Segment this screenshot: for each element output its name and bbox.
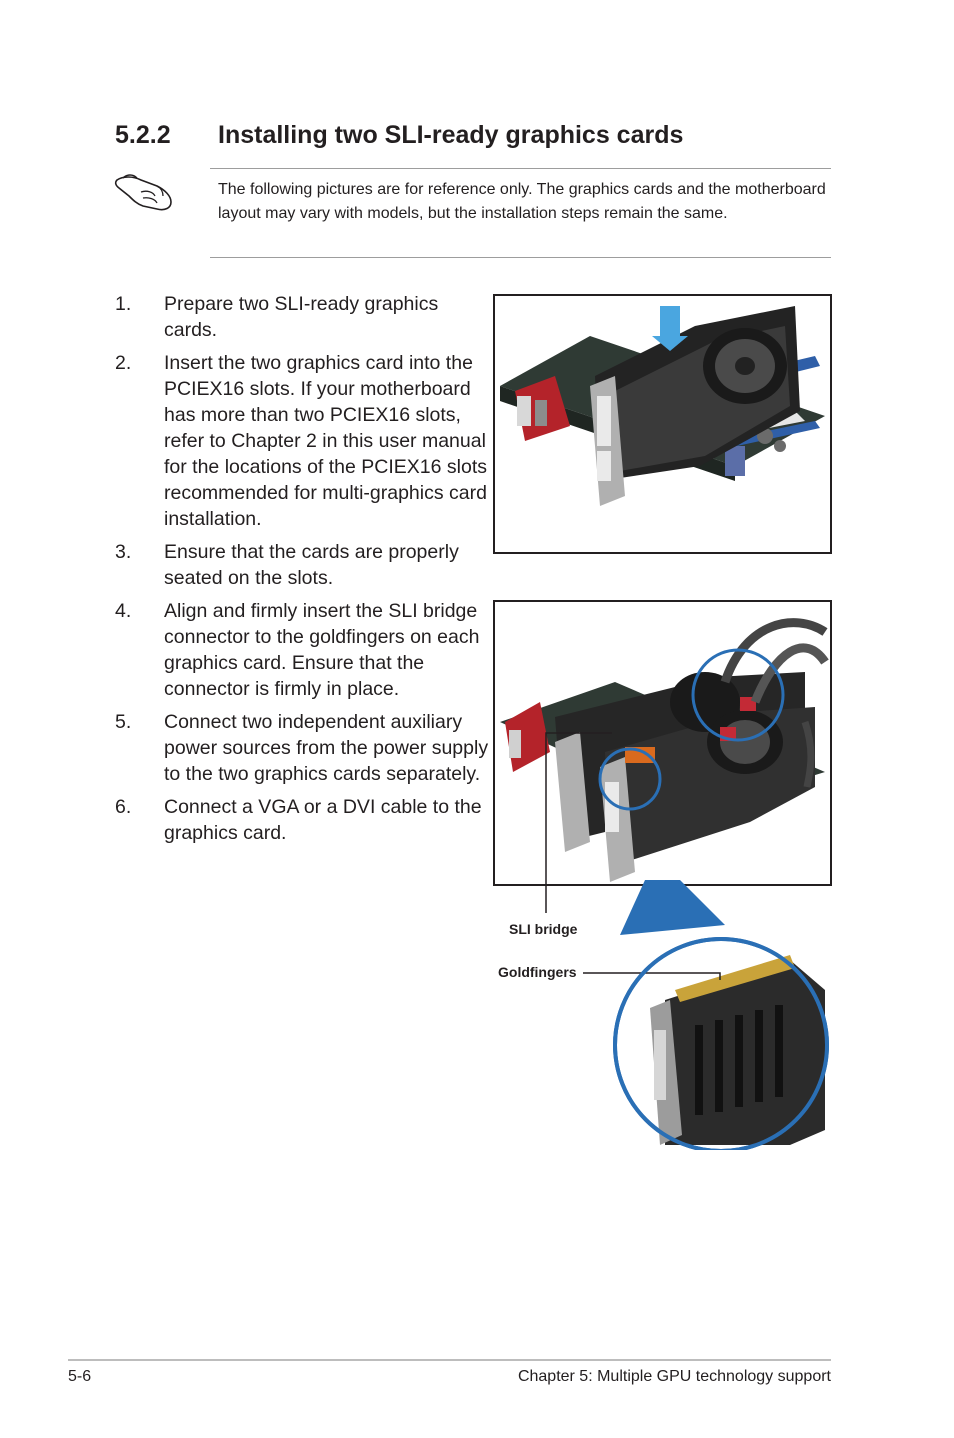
step-number: 3. bbox=[115, 541, 132, 563]
step-number: 6. bbox=[115, 796, 132, 818]
step-text: Ensure that the cards are properly seate… bbox=[164, 541, 459, 589]
step-number: 2. bbox=[115, 352, 132, 374]
step-text: Insert the two graphics card into the PC… bbox=[164, 352, 488, 530]
step-4: 4. Align and firmly insert the SLI bridg… bbox=[115, 598, 490, 702]
step-text: Connect a VGA or a DVI cable to the grap… bbox=[164, 796, 482, 844]
step-number: 4. bbox=[115, 600, 132, 622]
step-text: Prepare two SLI-ready graphics cards. bbox=[164, 293, 439, 341]
section-number: 5.2.2 bbox=[115, 121, 171, 149]
step-2: 2. Insert the two graphics card into the… bbox=[115, 350, 490, 532]
page-number: 5-6 bbox=[68, 1368, 92, 1385]
note-rule-bottom bbox=[210, 257, 831, 258]
step-5: 5. Connect two independent auxiliary pow… bbox=[115, 709, 490, 787]
goldfingers-label: Goldfingers bbox=[498, 964, 577, 980]
step-text: Connect two independent auxiliary power … bbox=[164, 711, 489, 785]
chapter-title: Chapter 5: Multiple GPU technology suppo… bbox=[517, 1368, 831, 1385]
goldfingers-callout bbox=[583, 880, 829, 1150]
section-title: Installing two SLI-ready graphics cards bbox=[218, 121, 684, 149]
photo-insert-graphics-cards bbox=[493, 294, 832, 554]
step-1: 1. Prepare two SLI-ready graphics cards. bbox=[115, 291, 490, 343]
hand-pointing-icon bbox=[113, 166, 175, 214]
step-number: 5. bbox=[115, 711, 132, 733]
step-6: 6. Connect a VGA or a DVI cable to the g… bbox=[115, 794, 490, 846]
note-rule-top bbox=[210, 168, 831, 169]
sli-bridge-leader-line bbox=[545, 732, 612, 913]
note-text: The following pictures are for reference… bbox=[218, 181, 826, 222]
step-number: 1. bbox=[115, 293, 132, 315]
sli-bridge-label: SLI bridge bbox=[509, 921, 578, 937]
step-3: 3. Ensure that the cards are properly se… bbox=[115, 539, 490, 591]
footer-rule bbox=[68, 1359, 831, 1361]
steps-list: 1. Prepare two SLI-ready graphics cards.… bbox=[115, 291, 490, 853]
step-text: Align and firmly insert the SLI bridge c… bbox=[164, 600, 480, 700]
